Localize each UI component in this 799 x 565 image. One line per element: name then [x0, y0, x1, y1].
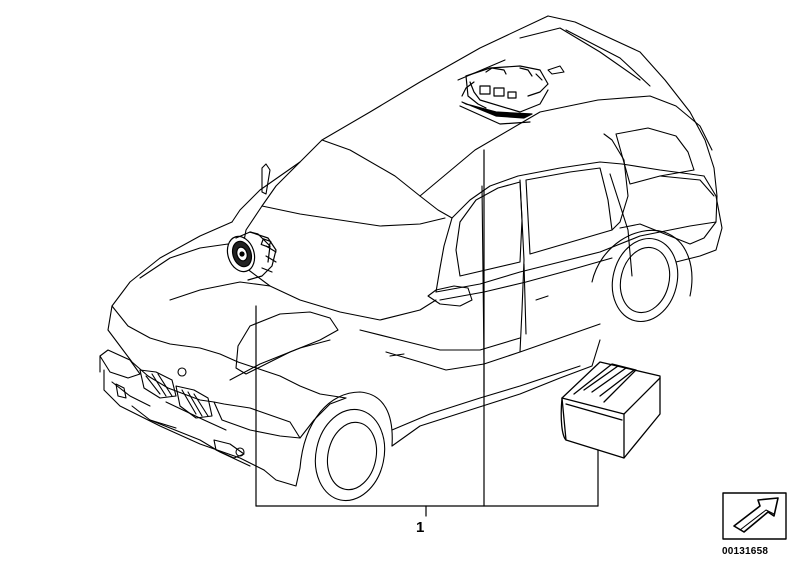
drawing-number: 00131658	[722, 546, 769, 557]
parts-box-icon	[560, 361, 661, 459]
antenna-icon	[261, 65, 565, 195]
siren-speaker-icon	[226, 231, 277, 281]
callout-number-label: 1	[416, 519, 425, 536]
arrow-navigation-icon[interactable]	[722, 492, 787, 540]
suv-outline-icon	[99, 15, 723, 502]
roof-control-unit-icon	[459, 65, 549, 125]
callout-leader-lines	[255, 149, 599, 517]
